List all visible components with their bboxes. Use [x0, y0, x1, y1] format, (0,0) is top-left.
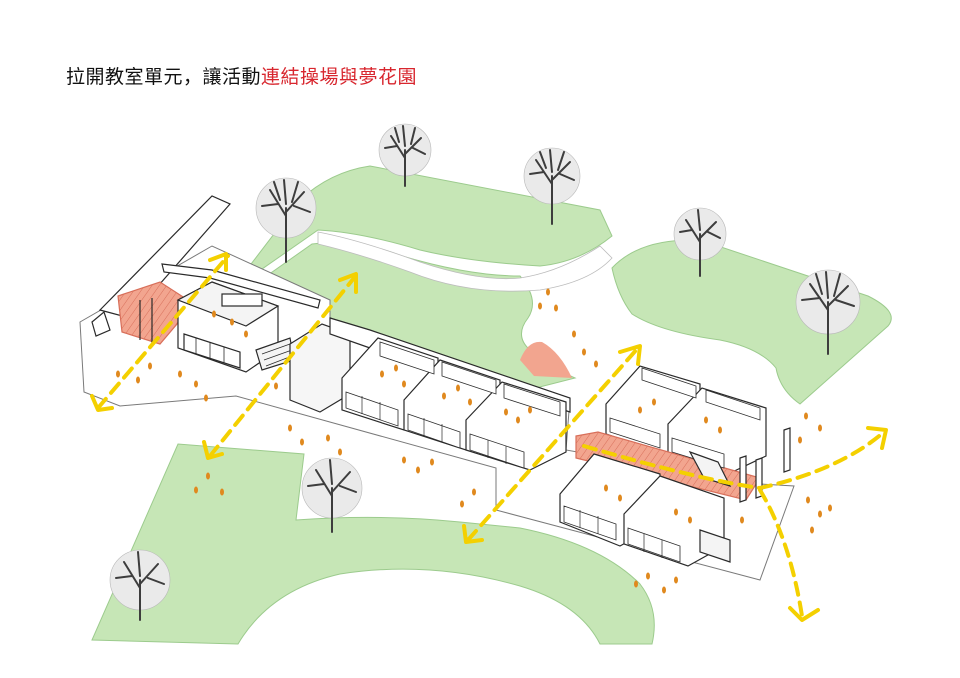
tree-icon: [255, 177, 317, 263]
tree-icon: [673, 207, 727, 277]
arrow-icon: [462, 344, 642, 544]
sloped-path: [317, 231, 613, 292]
red-ground-patch: [520, 341, 572, 378]
central-block: [289, 317, 571, 471]
arrow-icon: [90, 252, 230, 412]
title-highlight: 連結操場與夢花園: [261, 66, 418, 88]
tree-icon: [378, 123, 432, 187]
tree-icon: [795, 269, 861, 355]
tree-icon: [109, 549, 171, 621]
arrow-icon: [758, 488, 820, 622]
activity-flow-arrows: [90, 252, 888, 622]
diagram-title: 拉開教室單元，讓活動連結操場與夢花園: [66, 62, 417, 89]
people-markers: [116, 288, 832, 594]
arrow-icon: [582, 426, 888, 490]
west-wing: [91, 195, 321, 373]
lawn-north: [247, 165, 613, 277]
east-block: [559, 365, 791, 567]
trees: [109, 123, 861, 621]
person-icon: [116, 288, 832, 594]
tree-icon: [301, 457, 363, 533]
red-stair-west: [117, 281, 195, 345]
tree-icon: [523, 147, 581, 225]
red-corridor-east: [575, 431, 761, 501]
lawn-playground: [91, 443, 655, 645]
title-prefix: 拉開教室單元，讓活動: [66, 66, 262, 88]
arrow-icon: [202, 272, 358, 460]
